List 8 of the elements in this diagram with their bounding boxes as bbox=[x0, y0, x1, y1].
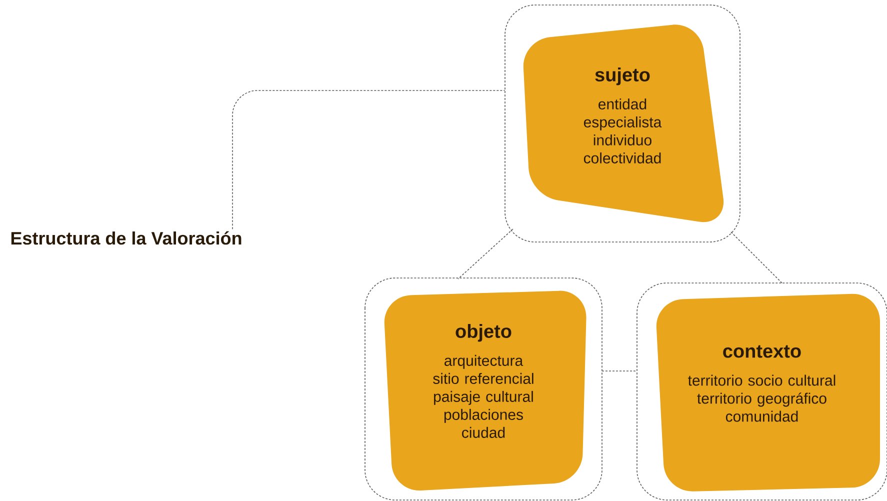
connector-line bbox=[458, 228, 514, 280]
card-box: sujeto entidad especialista individuo colectividad bbox=[504, 4, 740, 242]
connector-line bbox=[602, 370, 638, 372]
title-text: Estructura de la Valoración bbox=[11, 231, 242, 245]
card-box: contexto territorio socio cultural territorio geográfico comunidad bbox=[636, 282, 887, 500]
card-box: objeto arquitectura sitio referencial paisaje cultural poblaciones ciudad bbox=[364, 278, 602, 500]
connector-line bbox=[730, 232, 784, 284]
connector-line bbox=[232, 90, 506, 230]
